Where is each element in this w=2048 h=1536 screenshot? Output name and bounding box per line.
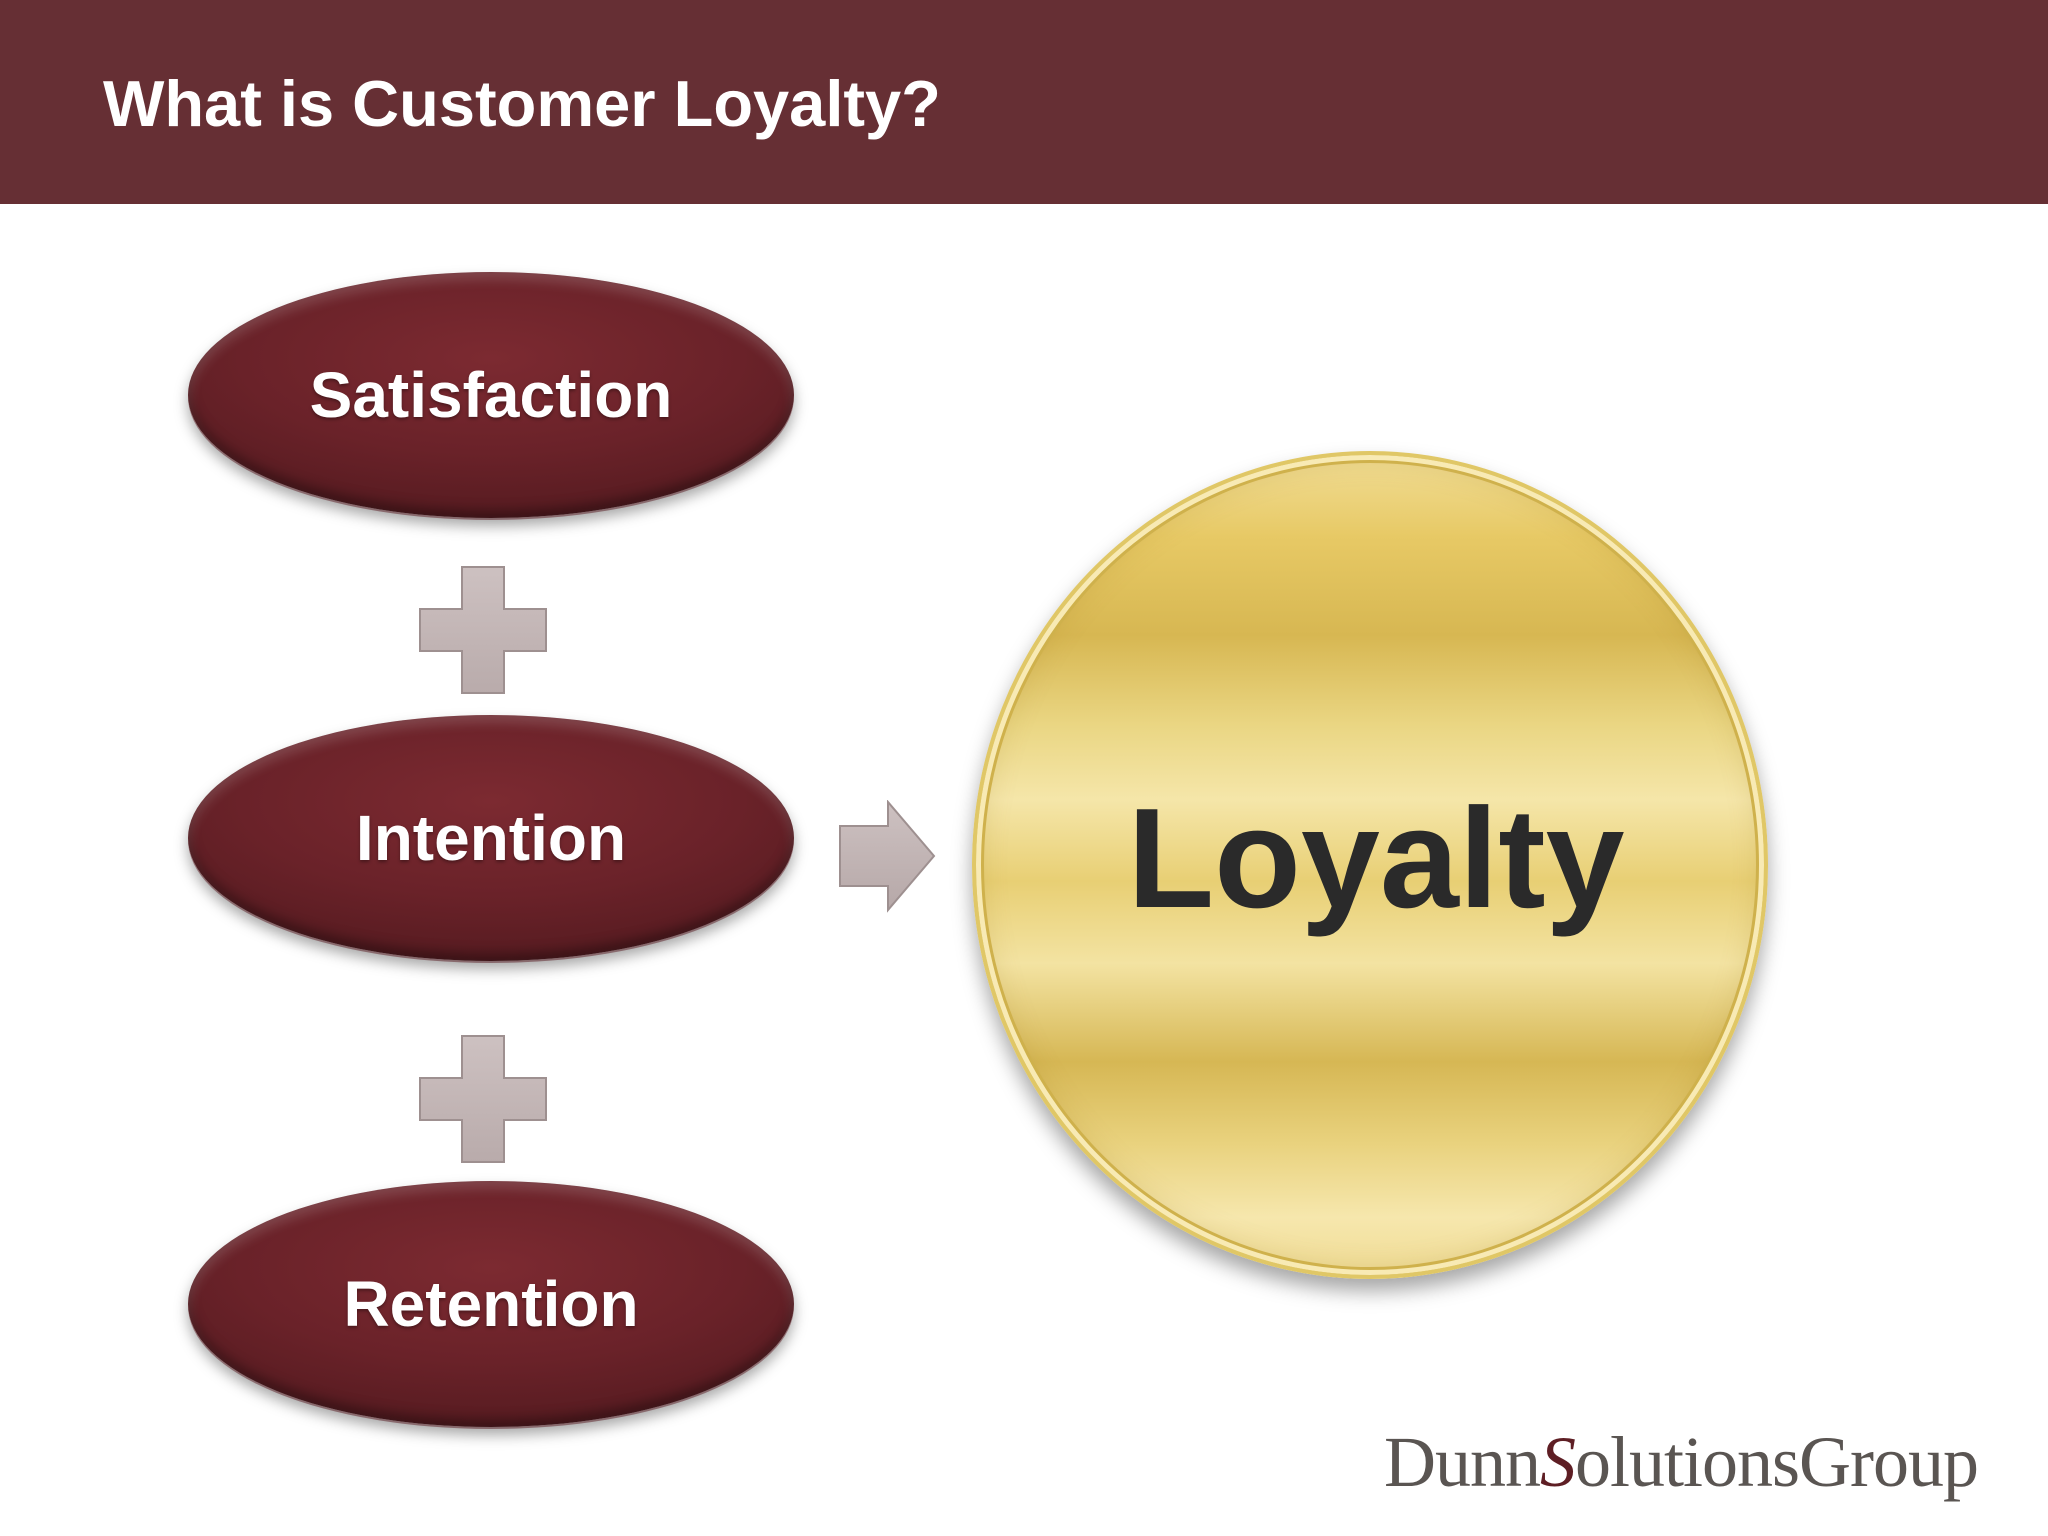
arrow-right-icon <box>838 799 938 921</box>
company-logo: DunnSolutionsGroup <box>1384 1422 1979 1502</box>
logo-part-s: S <box>1540 1422 1576 1502</box>
loyalty-coin: Loyalty <box>972 451 1768 1279</box>
logo-part-dunn: Dunn <box>1384 1422 1541 1502</box>
satisfaction-ellipse: Satisfaction <box>188 272 794 518</box>
title-bar: What is Customer Loyalty? <box>0 0 2048 204</box>
retention-label: Retention <box>343 1268 639 1340</box>
intention-ellipse: Intention <box>188 715 794 961</box>
plus-icon <box>418 1034 548 1169</box>
slide-title: What is Customer Loyalty? <box>103 67 941 140</box>
plus-icon <box>418 565 548 700</box>
satisfaction-label: Satisfaction <box>309 359 673 431</box>
loyalty-label: Loyalty <box>1127 779 1625 938</box>
logo-part-group: Group <box>1799 1422 1979 1502</box>
retention-ellipse: Retention <box>188 1181 794 1427</box>
intention-label: Intention <box>355 802 627 874</box>
logo-part-olutions: olutions <box>1575 1422 1800 1502</box>
